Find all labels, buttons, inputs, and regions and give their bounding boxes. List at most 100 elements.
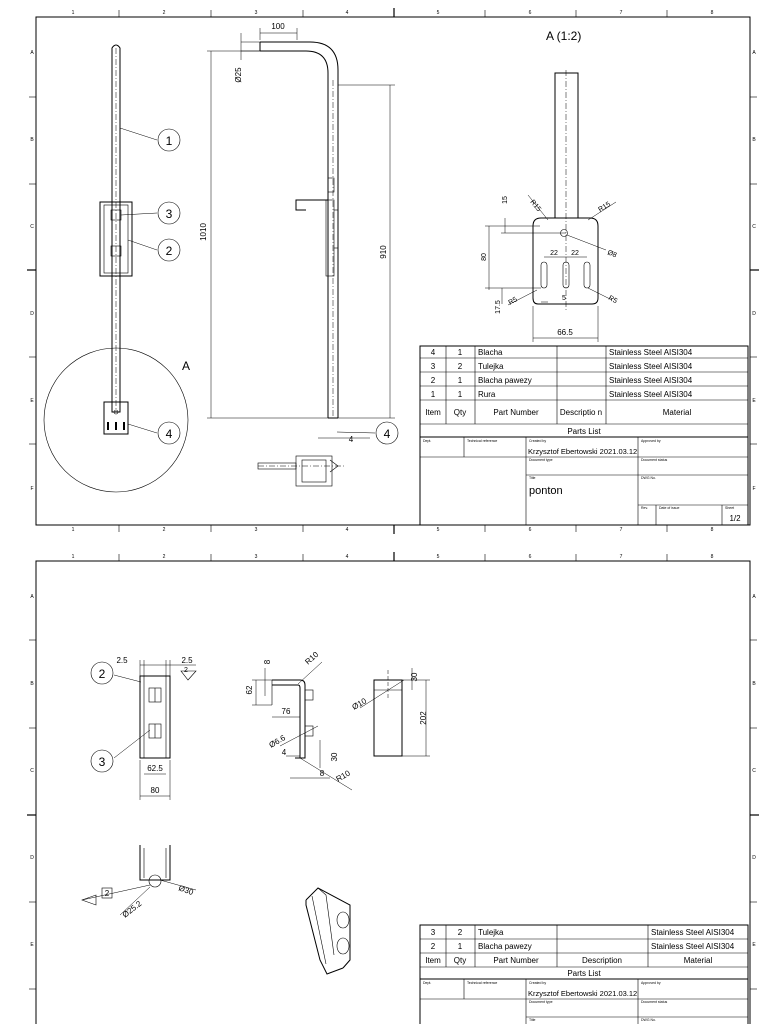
cell: Blacha pawezy (478, 942, 532, 951)
dim-label: 22 (571, 250, 579, 257)
dim-label: Ø10 (351, 696, 369, 712)
ruler-col: 5 (437, 10, 440, 16)
dim-label: 80 (151, 786, 160, 795)
cell: 2 (458, 362, 463, 371)
sheet-1-frame (35, 16, 751, 526)
cell: 3 (431, 362, 436, 371)
label: Document status (641, 1000, 668, 1004)
ruler-col: 2 (163, 554, 166, 560)
parts-list-title: Parts List (567, 969, 601, 978)
cell: Tulejka (478, 362, 504, 371)
ruler-row: D (30, 855, 34, 861)
ruler-row: B (752, 137, 756, 143)
sheet-2-frame (35, 560, 751, 1024)
dim-label: R10 (303, 650, 320, 667)
dim-label: 4 (282, 748, 287, 757)
parts-list-sheet-1: 4 1 Blacha Stainless Steel AISI304 3 2 T… (419, 345, 749, 438)
parts-list-sheet-2: 3 2 Tulejka Stainless Steel AISI304 2 1 … (419, 924, 749, 980)
cell: 2 (431, 376, 436, 385)
sheet-1-top-ruler: 1 2 3 4 5 6 7 8 (72, 8, 714, 17)
title-block-sheet-2: Dept. Technical reference Created by Krz… (419, 978, 749, 1024)
cell: 2 (431, 942, 436, 951)
cell: 1 (458, 390, 463, 399)
dim-label: R15 (597, 201, 612, 214)
ruler-row: F (752, 486, 755, 492)
plate-front-view: 2.5 2.5 2 2 3 62.5 80 (90, 656, 197, 800)
balloon-label: 3 (99, 755, 106, 769)
header-cell: Item (425, 408, 441, 417)
label: Document type (529, 1000, 553, 1004)
dim-label: 80 (481, 253, 488, 261)
header-cell: Qty (454, 956, 466, 965)
label: Rev. (641, 506, 648, 510)
drawing-title: ponton (529, 485, 563, 497)
ruler-col: 4 (346, 10, 349, 16)
sheet-2-top-ruler: 1 2 3 4 5 6 7 8 (72, 552, 714, 561)
dim-label: 8 (263, 659, 272, 664)
label: Title (529, 1018, 536, 1022)
balloon (90, 661, 114, 685)
dim-label: 2.5 (116, 656, 128, 665)
ruler-row: E (752, 398, 756, 404)
cell: Blacha pawezy (478, 376, 532, 385)
ruler-col: 4 (346, 527, 349, 533)
ruler-col: 1 (72, 554, 75, 560)
cell: 3 (431, 928, 436, 937)
balloon (157, 128, 181, 152)
ruler-col: 2 (163, 10, 166, 16)
ruler-col: 6 (529, 554, 532, 560)
dim-label: 5 (562, 295, 566, 302)
detail-circle (43, 347, 189, 493)
balloon (90, 749, 114, 773)
dim-label: 15 (502, 196, 509, 204)
ruler-col: 8 (711, 10, 714, 16)
dim-label: R10 (335, 768, 353, 783)
ruler-col: 3 (255, 10, 258, 16)
ruler-row: C (752, 224, 756, 230)
dim-label: Ø25 (234, 67, 243, 83)
ruler-col: 5 (437, 554, 440, 560)
ruler-row: B (752, 681, 756, 687)
cell: Stainless Steel AISI304 (651, 942, 735, 951)
ruler-col: 1 (72, 527, 75, 533)
ruler-col: 3 (255, 554, 258, 560)
ruler-row: A (30, 50, 34, 56)
ruler-row: D (752, 311, 756, 317)
detail-title: A (1:2) (546, 29, 581, 43)
parts-row: 2 1 Blacha pawezy Stainless Steel AISI30… (431, 942, 735, 951)
balloon-label: 3 (166, 207, 173, 221)
sleeve-view: Ø10 30 202 (351, 668, 430, 757)
parts-row: 1 1 Rura Stainless Steel AISI304 (431, 390, 693, 399)
sheet-number: 1/2 (729, 514, 741, 523)
balloon-label: 1 (166, 134, 173, 148)
label: Technical reference (467, 981, 497, 985)
ruler-col: 1 (72, 10, 75, 16)
parts-row: 4 1 Blacha Stainless Steel AISI304 (431, 348, 693, 357)
dim-label: 30 (410, 672, 419, 681)
ruler-row: E (30, 942, 34, 948)
dim-label: 2 (184, 667, 188, 674)
cell: Stainless Steel AISI304 (609, 390, 693, 399)
dim-label: Ø8 (606, 249, 617, 259)
header-cell: Item (425, 956, 441, 965)
dim-label: R5 (607, 295, 618, 306)
label: Document type (529, 458, 553, 462)
cell: Stainless Steel AISI304 (609, 348, 693, 357)
ruler-row: B (30, 137, 34, 143)
ruler-row: C (30, 768, 34, 774)
sheet-1: 1 2 3 4 5 6 7 8 1 2 3 4 5 6 7 8 (27, 8, 759, 534)
sheet-1-bottom-ruler: 1 2 3 4 5 6 7 8 (72, 525, 714, 534)
header-cell: Qty (454, 408, 466, 417)
dim-label: Ø30 (177, 883, 195, 897)
cell: 1 (458, 942, 463, 951)
dim-label: 202 (419, 711, 428, 725)
plate-side-view: 8 R10 62 76 Ø6.6 4 30 8 R10 (245, 650, 353, 791)
dim-label: 30 (330, 752, 339, 761)
balloon-label: 2 (99, 667, 106, 681)
label: DWG No. (641, 476, 656, 480)
header-cell: Description (582, 956, 622, 965)
detail-view-label: A (182, 359, 190, 373)
label: Document status (641, 458, 668, 462)
ruler-row: D (30, 311, 34, 317)
